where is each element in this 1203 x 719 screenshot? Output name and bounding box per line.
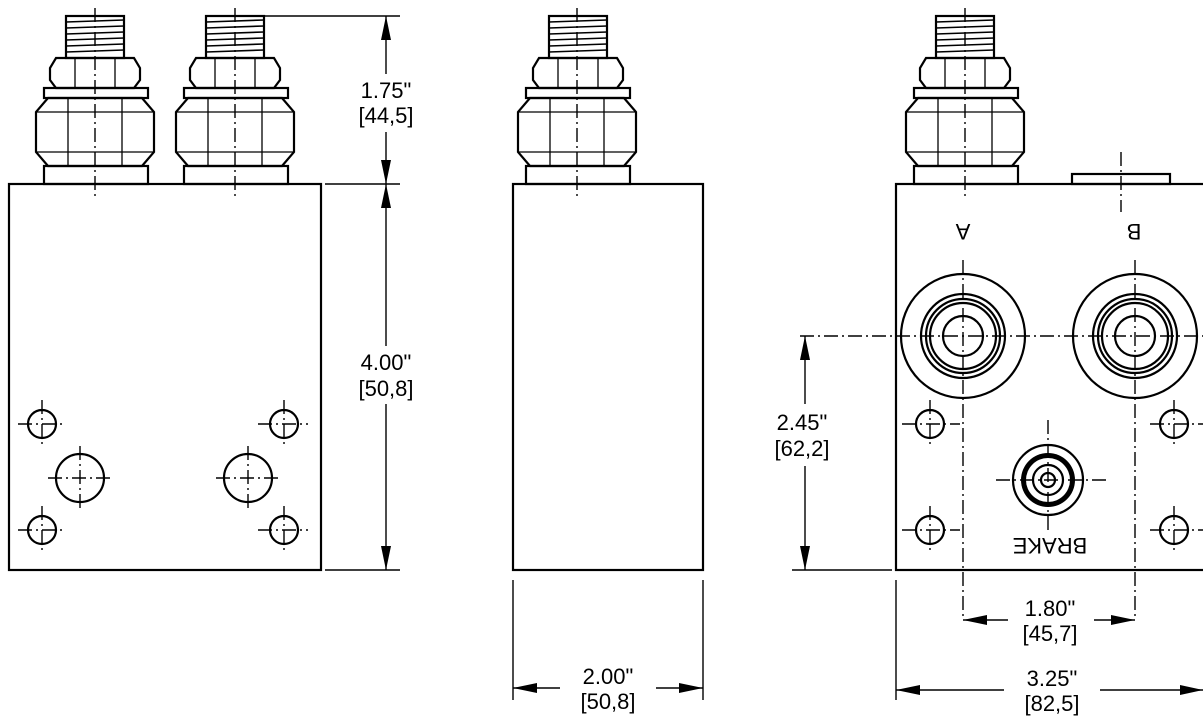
fitting-height-mm: [44,5]: [358, 103, 413, 128]
right-fitting: [904, 8, 1026, 200]
middle-dimensions: 2.00" [50,8]: [512, 580, 704, 714]
left-view: 1.75" [44,5] 4.00" [50,8]: [7, 8, 414, 572]
block-depth-mm: [50,8]: [580, 689, 635, 714]
block-height-mm: [50,8]: [358, 376, 413, 401]
left-block: [7, 182, 323, 572]
port-b-label: B: [1127, 219, 1142, 244]
port-spacing-mm: [45,7]: [1022, 621, 1077, 646]
port-a-label: A: [955, 219, 970, 244]
left-mounting-holes: [18, 400, 308, 554]
right-view: A B: [774, 8, 1203, 716]
left-fitting-2: [174, 8, 296, 200]
brake-label: BRAKE: [1013, 533, 1088, 558]
port-spacing-inch: 1.80": [1025, 596, 1076, 621]
fitting-height-inch: 1.75": [361, 78, 412, 103]
middle-view: 2.00" [50,8]: [511, 8, 705, 714]
right-mounting-holes: [902, 400, 1203, 554]
brake-port: [996, 420, 1108, 530]
port-height-inch: 2.45": [777, 410, 828, 435]
block-depth-inch: 2.00": [583, 664, 634, 689]
right-block: [894, 182, 1203, 572]
block-height-inch: 4.00": [361, 350, 412, 375]
block-width-mm: [82,5]: [1024, 691, 1079, 716]
middle-fitting: [516, 8, 638, 200]
right-dimensions: 2.45" [62,2] 1.80" [45,7] 3.25" [82,5]: [774, 336, 1203, 716]
left-fitting-1: [34, 8, 156, 200]
port-height-mm: [62,2]: [774, 436, 829, 461]
middle-block: [511, 182, 705, 572]
left-dimensions: 1.75" [44,5] 4.00" [50,8]: [264, 15, 414, 571]
right-side-plug: [1070, 152, 1172, 212]
block-width-inch: 3.25": [1027, 666, 1078, 691]
